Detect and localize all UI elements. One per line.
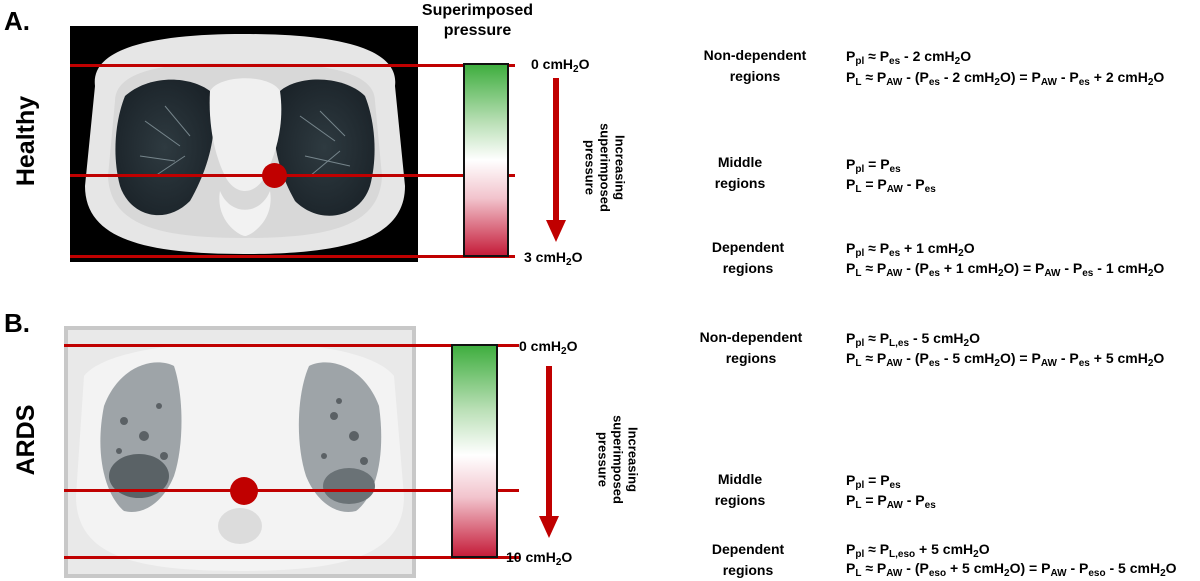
panel-b-middle-line [64,489,519,492]
panel-a-down-arrow [546,78,566,242]
panel-a-region-1-name: Non-dependent regions [703,47,807,84]
panel-a-region-3-name: Dependent regions [711,239,785,276]
panel-b-region-2-name: Middle regions [714,471,766,508]
panel-b-side-label: ARDS [12,404,40,476]
panel-a-region-3-eq2: PL ≈ PAW - (Pes + 1 cmH2O) = PAW - Pes -… [846,260,1165,279]
panel-a-title: Superimposed pressure [421,2,534,39]
panel-b-pressure-bar [451,344,498,558]
panel-a-region-3-eq1: Ppl ≈ Pes + 1 cmH2O [846,240,975,259]
panel-b-letter: B. [4,308,30,338]
panel-a-side-label: Healthy [12,95,40,187]
panel-a-region-1-eq2: PL ≈ PAW - (Pes - 2 cmH2O) = PAW - Pes +… [846,69,1165,88]
panel-b-region-3-name: Dependent regions [711,541,785,578]
panel-b-region-3-eq1: Ppl ≈ PL,eso + 5 cmH2O [846,541,990,560]
panel-a-bottom-pressure: 3 cmH2O [524,249,583,268]
panel-b-arrow-text: Increasing superimposed pressure [595,415,641,504]
panel-a-region-2-eq2: PL = PAW - Pes [846,176,936,195]
panel-a-pressure-bar [463,63,509,257]
panel-a-middle-line [70,174,515,177]
panel-a-arrow-text: Increasing superimposed pressure [582,123,628,212]
panel-b-bottom-pressure: 10 cmH2O [506,549,573,568]
panel-a-bottom-line [70,255,515,258]
panel-b-region-1-eq1: Ppl ≈ PL,es - 5 cmH2O [846,330,980,349]
panel-a-esophagus-dot [262,163,287,188]
panel-a-top-line [70,64,515,67]
panel-b-top-pressure: 0 cmH2O [519,338,578,357]
panel-a-region-1-eq1: Ppl ≈ Pes - 2 cmH2O [846,48,972,67]
panel-a-top-pressure: 0 cmH2O [531,56,590,75]
ards-ct-image [64,326,416,578]
panel-b-esophagus-dot [230,477,258,505]
panel-b-down-arrow [539,366,559,538]
panel-b-region-2-eq1: Ppl = Pes [846,472,901,491]
panel-b-bottom-line [64,556,519,559]
panel-a-region-2-eq1: Ppl = Pes [846,156,901,175]
panel-b-region-2-eq2: PL = PAW - Pes [846,492,936,511]
panel-b-region-1-name: Non-dependent regions [699,329,803,366]
panel-a-letter: A. [4,6,30,36]
healthy-ct-image [70,26,418,262]
panel-b-region-1-eq2: PL ≈ PAW - (Pes - 5 cmH2O) = PAW - Pes +… [846,350,1165,369]
panel-b-region-3-eq2: PL ≈ PAW - (Peso + 5 cmH2O) = PAW - Peso… [846,560,1177,579]
panel-a-region-2-name: Middle regions [714,154,766,191]
panel-b-top-line [64,344,519,347]
